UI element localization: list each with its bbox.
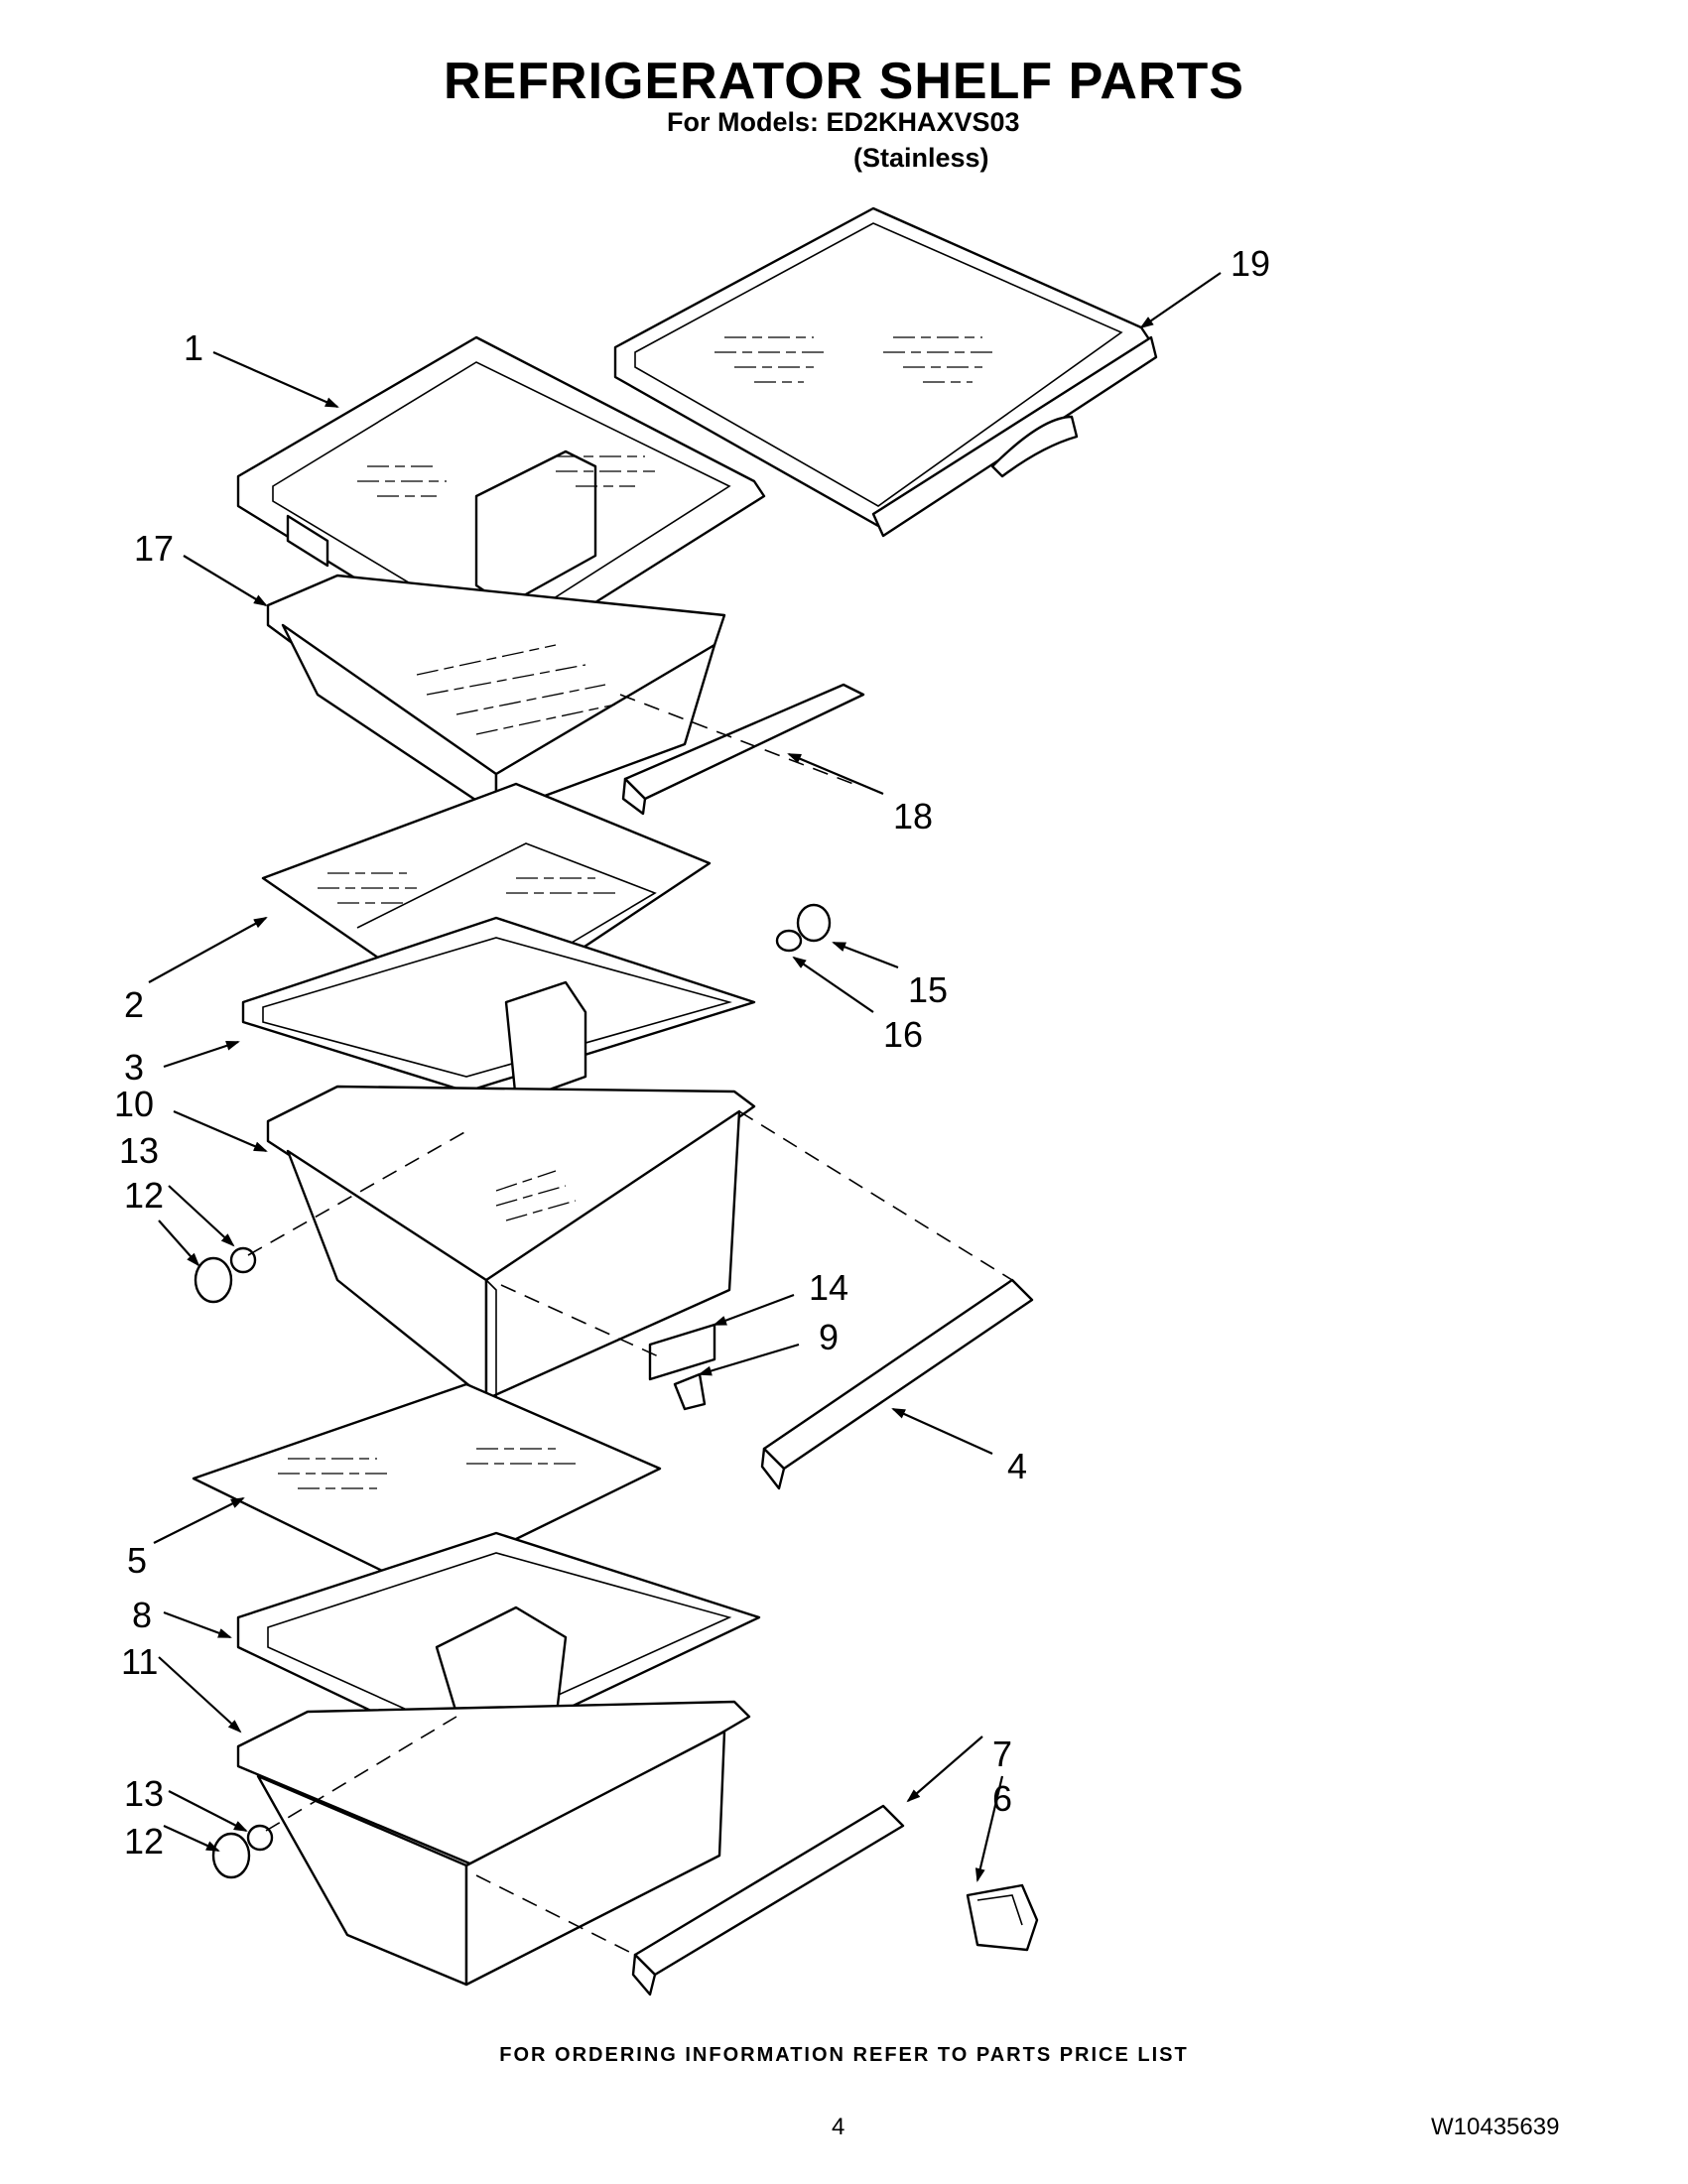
- callout-18: 18: [893, 796, 933, 836]
- callout-labels: 1 19 17 18 2 15 16 3 10 13 12 14 9 4 5 8…: [114, 243, 1270, 1862]
- callout-7: 7: [992, 1734, 1012, 1774]
- finish-line: (Stainless): [853, 143, 989, 173]
- clip-part-6: [966, 1883, 1039, 1952]
- models-line: For Models: ED2KHAXVS03: [667, 107, 1020, 137]
- crisper-drawer-part-11: [236, 1700, 751, 1987]
- document-number: W10435639: [1431, 2114, 1560, 2140]
- leader-arrows: [148, 272, 1222, 1882]
- callout-9: 9: [819, 1317, 839, 1357]
- callout-8: 8: [132, 1595, 152, 1635]
- callout-12-lower: 12: [124, 1821, 164, 1862]
- callout-17: 17: [134, 528, 174, 569]
- alignment-lines: [247, 694, 1013, 1956]
- glass-shelf-part-19: [613, 206, 1158, 538]
- page-number: 4: [832, 2114, 845, 2140]
- callout-6: 6: [992, 1778, 1012, 1819]
- callout-1: 1: [184, 327, 203, 368]
- bracket-part-14: [648, 1323, 716, 1411]
- callout-12: 12: [124, 1175, 164, 1216]
- wheel-part-12-lower: [211, 1824, 274, 1879]
- callout-4: 4: [1007, 1446, 1027, 1486]
- callout-10: 10: [114, 1084, 154, 1124]
- page-title: REFRIGERATOR SHELF PARTS: [444, 53, 1244, 110]
- trim-bar-part-7: [631, 1804, 905, 1996]
- wheel-part-15: [775, 903, 832, 953]
- glass-shelf-part-2: [261, 782, 712, 1024]
- callout-2: 2: [124, 984, 144, 1025]
- callout-5: 5: [127, 1540, 147, 1581]
- glass-shelf-part-5: [192, 1382, 662, 1590]
- crisper-drawer-part-10: [266, 1085, 756, 1401]
- callout-15: 15: [908, 969, 948, 1010]
- callout-19: 19: [1231, 243, 1270, 284]
- callout-13: 13: [119, 1130, 159, 1171]
- shelf-frame-part-3: [241, 916, 756, 1103]
- trim-bar-part-4: [760, 1278, 1034, 1490]
- callout-11: 11: [121, 1641, 158, 1682]
- callout-13-lower: 13: [124, 1773, 164, 1814]
- callout-16: 16: [883, 1014, 923, 1055]
- callout-3: 3: [124, 1047, 144, 1088]
- callout-14: 14: [809, 1267, 848, 1308]
- wheel-part-12-upper: [194, 1246, 257, 1304]
- ordering-note: FOR ORDERING INFORMATION REFER TO PARTS …: [499, 2044, 1189, 2066]
